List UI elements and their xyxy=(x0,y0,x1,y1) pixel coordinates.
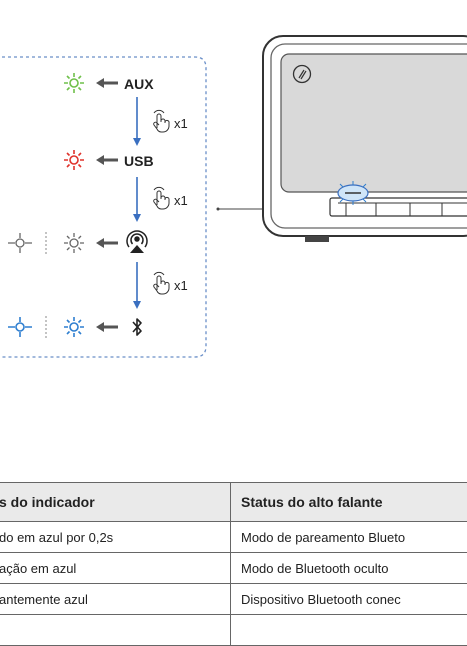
led-green-icon xyxy=(64,73,84,93)
status-table-container: s do indicador Status do alto falante do… xyxy=(0,482,467,646)
left-arrow-icon xyxy=(96,78,118,332)
led-blue-icon xyxy=(8,317,32,337)
table-cell xyxy=(231,615,467,646)
flow-arrows xyxy=(133,97,141,309)
bluetooth-icon xyxy=(133,319,141,335)
table-cell: Modo de Bluetooth oculto xyxy=(231,553,467,584)
table-row: ação em azul Modo de Bluetooth oculto xyxy=(0,553,467,584)
led-red-icon xyxy=(64,150,84,170)
table-row: antemente azul Dispositivo Bluetooth con… xyxy=(0,584,467,615)
mode-cycle-diagram xyxy=(0,0,467,420)
header-indicator-status: s do indicador xyxy=(0,483,231,522)
press-count-label: x1 xyxy=(174,278,188,293)
hand-tap-icon xyxy=(154,110,169,132)
table-cell xyxy=(0,615,231,646)
status-table: s do indicador Status do alto falante do… xyxy=(0,482,467,646)
mode-label-aux: AUX xyxy=(124,76,154,92)
table-cell: Dispositivo Bluetooth conec xyxy=(231,584,467,615)
table-cell: ação em azul xyxy=(0,553,231,584)
led-blue-icon xyxy=(64,317,84,337)
mode-label-usb: USB xyxy=(124,153,154,169)
table-row: do em azul por 0,2s Modo de pareamento B… xyxy=(0,522,467,553)
press-count-label: x1 xyxy=(174,193,188,208)
table-cell: Modo de pareamento Blueto xyxy=(231,522,467,553)
airplay-icon xyxy=(127,231,147,253)
led-grey-icon xyxy=(64,233,84,253)
hand-tap-icon xyxy=(154,187,169,209)
speaker-illustration xyxy=(263,36,467,242)
press-count-label: x1 xyxy=(174,116,188,131)
header-speaker-status: Status do alto falante xyxy=(231,483,467,522)
table-cell: do em azul por 0,2s xyxy=(0,522,231,553)
table-header-row: s do indicador Status do alto falante xyxy=(0,483,467,522)
table-row xyxy=(0,615,467,646)
table-cell: antemente azul xyxy=(0,584,231,615)
led-off-icon xyxy=(8,233,32,253)
hand-tap-icon xyxy=(154,272,169,294)
